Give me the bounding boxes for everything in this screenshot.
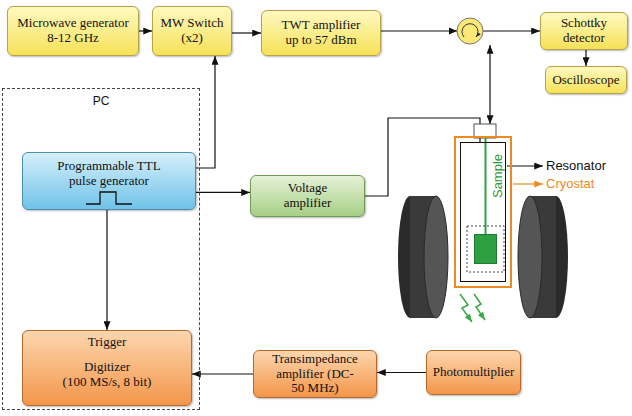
box-label: Oscilloscope xyxy=(552,73,619,88)
pulse-generator-box: Programmable TTL pulse generator xyxy=(22,152,196,210)
box-label: Photomultiplier xyxy=(433,365,515,380)
box-label: Voltage amplifier xyxy=(271,181,344,211)
magnet-pole xyxy=(518,196,542,318)
box-label: Transimpedance amplifier (DC-50 MHz) xyxy=(271,352,359,397)
sample-block: Sample xyxy=(474,234,497,264)
input-label: Trigger xyxy=(88,335,127,350)
amplifier-box: Voltage amplifier xyxy=(250,175,365,217)
digitizer-box: TriggerDigitizer(100 MS/s, 8 bit) xyxy=(22,330,192,406)
part-label: Resonator xyxy=(546,158,606,173)
circulator-symbol xyxy=(457,18,483,44)
signal-arrow xyxy=(139,30,152,31)
light-emission xyxy=(460,294,472,322)
sample-rod xyxy=(485,138,487,234)
generator-box: Microwave generator 8-12 GHz xyxy=(7,6,139,56)
resonator-outline: ResonatorSample xyxy=(460,142,506,282)
signal-arrow xyxy=(377,372,426,373)
amplifier-box: TWT amplifier up to 57 dBm xyxy=(261,10,381,56)
pc-group: PC Programmable TTL pulse generatorTrigge… xyxy=(2,88,200,410)
amplifier-box: Transimpedance amplifier (DC-50 MHz) xyxy=(253,350,377,398)
signal-arrow xyxy=(106,210,107,330)
part-label: Cryostat xyxy=(546,176,594,191)
box-label: Digitizer xyxy=(84,360,130,375)
part-label: Sample xyxy=(490,154,505,198)
magnet-pole xyxy=(424,196,448,318)
circulator-arrow xyxy=(462,24,478,37)
switch-box: MW Switch (x2) xyxy=(152,6,232,56)
box-label: Programmable TTL pulse generator xyxy=(45,159,173,189)
cryostat-outline: CryostatResonatorSample xyxy=(454,136,512,288)
leader-line xyxy=(513,183,543,184)
box-label: MW Switch (x2) xyxy=(157,16,227,46)
sample-region xyxy=(467,226,504,272)
signal-line xyxy=(489,45,490,124)
signal-arrow xyxy=(196,192,250,193)
box-label: Microwave generator 8-12 GHz xyxy=(12,16,134,46)
signal-arrow xyxy=(232,32,261,33)
detector-box: Photomultiplier xyxy=(426,350,521,395)
detector-box: Schottky detector xyxy=(540,12,628,50)
pulse-symbol xyxy=(86,190,132,206)
box-label: (100 MS/s, 8 bit) xyxy=(63,375,152,390)
box-label: PC xyxy=(93,94,110,108)
leader-line xyxy=(507,165,543,166)
signal-arrow xyxy=(365,118,480,196)
arrow-head xyxy=(449,28,457,35)
light-emission xyxy=(474,294,485,320)
signal-arrow xyxy=(585,50,586,66)
oscilloscope-box: Oscilloscope xyxy=(545,66,627,94)
signal-arrow xyxy=(192,373,253,374)
pulse-symbol xyxy=(86,192,132,204)
box-label: TWT amplifier up to 57 dBm xyxy=(278,18,364,48)
box-label: Schottky detector xyxy=(545,16,623,46)
signal-arrow xyxy=(196,56,215,168)
